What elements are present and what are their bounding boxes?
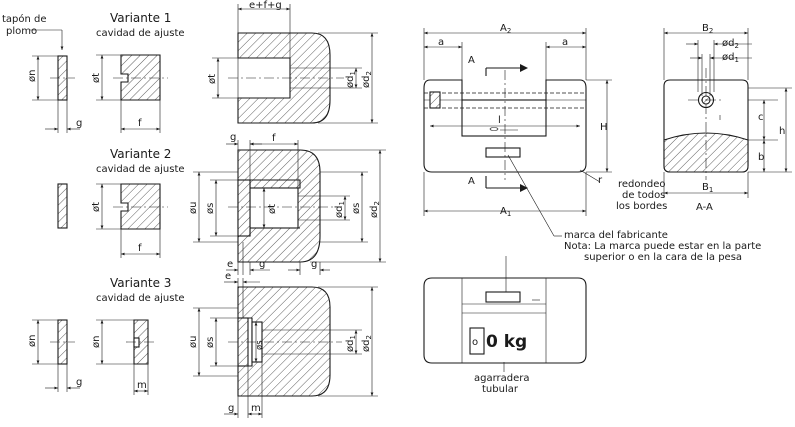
section-marker-top: A (468, 55, 475, 66)
dim-d2-sec-v1: ød2 (361, 71, 373, 88)
cavity-v2-profile: øt f (91, 183, 168, 258)
section-v1: e+f+g øt ød1 ød2 (207, 0, 378, 124)
dim-d2-sec-v3: ød2 (361, 335, 373, 352)
dim-d1-sec-v3: ød1 (345, 335, 357, 352)
dim-n-cav-v3: øn (91, 336, 102, 348)
svg-text:redondeo: redondeo (618, 179, 665, 190)
dim-o: o (472, 337, 478, 348)
dim-s-inner-v3: øs (255, 340, 265, 350)
weight-front-view: A2 a a A A l H A1 r (423, 23, 612, 218)
dim-g-sec-v2: g (230, 132, 236, 143)
dim-f-sec-v2: f (272, 133, 276, 144)
dim-d1-AA: ød1 (722, 52, 739, 64)
manufacturer-mark-note: marca del fabricante Nota: La marca pued… (507, 154, 761, 263)
dim-H: H (600, 122, 608, 133)
svg-text:superior o en la cara de la pe: superior o en la cara de la pesa (584, 252, 742, 263)
dim-b: b (758, 152, 764, 163)
svg-text:Nota: La marca puede estar en: Nota: La marca puede estar en la parte (564, 241, 761, 252)
dim-t-sec-v1: øt (207, 74, 218, 84)
dim-e-sec-v3: e (225, 271, 231, 282)
dim-u-sec-v3: øu (188, 336, 199, 348)
lead-plug-v3: øn g (27, 319, 82, 392)
dim-a-right: a (562, 37, 568, 48)
dim-e-sec-v2: e (227, 259, 233, 270)
dim-d2-sec-v2: ød2 (369, 201, 381, 218)
dim-n-v1: øn (27, 70, 38, 82)
dim-r: r (598, 175, 603, 186)
dim-t-v2: øt (91, 202, 102, 212)
svg-text:tapón de: tapón de (2, 13, 47, 25)
dim-f-v1: f (138, 118, 142, 129)
dim-g-v1: g (76, 118, 82, 129)
svg-text:marca del fabricante: marca del fabricante (564, 230, 668, 241)
lead-plug-v1: øn g (27, 55, 82, 133)
svg-text:cavidad de ajuste: cavidad de ajuste (96, 293, 185, 304)
dim-m-cav-v3: m (137, 380, 147, 391)
lead-plug-label: tapón de plomo (2, 13, 47, 37)
dim-l: l (498, 115, 501, 126)
dim-d1-sec-v1: ød1 (345, 71, 357, 88)
dim-n-v3: øn (27, 335, 38, 347)
dim-c: c (758, 112, 764, 123)
dim-h: h (779, 126, 785, 137)
dim-s-sec-v2-right: øs (351, 203, 362, 214)
section-v3: e øu øs øs ød1 ød2 g m (188, 271, 378, 418)
dim-a-left: a (438, 37, 444, 48)
dim-B2: B2 (702, 23, 713, 35)
dim-s-sec-v2: øs (205, 203, 216, 214)
section-A-A-view: B2 ød2 ød1 c b h B1 A-A (663, 23, 792, 213)
variant-1-title: Variante 1 cavidad de ajuste (96, 11, 185, 39)
rounding-note: redondeo de todos los bordes (616, 179, 667, 212)
lead-plug-v2 (57, 183, 68, 229)
svg-text:de todos: de todos (622, 190, 665, 201)
dim-f-v2: f (138, 243, 142, 254)
cavity-v1-profile: øt f (91, 54, 168, 133)
svg-text:agarradera: agarradera (474, 373, 530, 384)
dim-t-v1: øt (91, 73, 102, 83)
section-marker-bottom: A (468, 176, 475, 187)
dim-t-sec-v2: øt (267, 204, 278, 214)
variant-3-title: Variante 3 cavidad de ajuste (96, 276, 185, 304)
svg-text:cavidad de ajuste: cavidad de ajuste (96, 164, 185, 175)
svg-text:Variante 2: Variante 2 (110, 147, 171, 161)
cavity-v3-profile: øn m (91, 319, 156, 395)
dim-g-sec-v3: g (228, 403, 234, 414)
weight-value: 0 kg (486, 332, 527, 352)
dim-B1: B1 (702, 182, 713, 194)
section-label-AA: A-A (696, 202, 713, 213)
svg-text:tubular: tubular (482, 384, 519, 395)
dim-u-sec-v2: øu (188, 202, 199, 214)
svg-text:plomo: plomo (6, 26, 37, 37)
dim-A2: A2 (500, 23, 511, 35)
svg-text:Variante 1: Variante 1 (110, 11, 171, 25)
dim-g3-sec-v2: g (311, 259, 317, 270)
dim-d2-AA: ød2 (722, 38, 739, 50)
dim-s-sec-v3: øs (205, 337, 216, 348)
tubular-handle-note: agarradera tubular (474, 362, 530, 395)
dim-d1-sec-v2: ød1 (334, 201, 346, 218)
section-v2: g f øu øs øt ød1 øs ød2 e (188, 132, 386, 275)
dim-efg: e+f+g (249, 0, 282, 11)
weight-top-view: o 0 kg (423, 256, 587, 364)
dim-g2-sec-v2: g (259, 259, 265, 270)
dim-m-sec-v3: m (251, 403, 261, 414)
dim-A1: A1 (500, 206, 511, 218)
variant-2-title: Variante 2 cavidad de ajuste (96, 147, 185, 175)
dim-g-v3: g (76, 377, 82, 388)
svg-text:cavidad de ajuste: cavidad de ajuste (96, 28, 185, 39)
svg-text:Variante 3: Variante 3 (110, 276, 171, 290)
svg-text:los bordes: los bordes (616, 201, 667, 212)
